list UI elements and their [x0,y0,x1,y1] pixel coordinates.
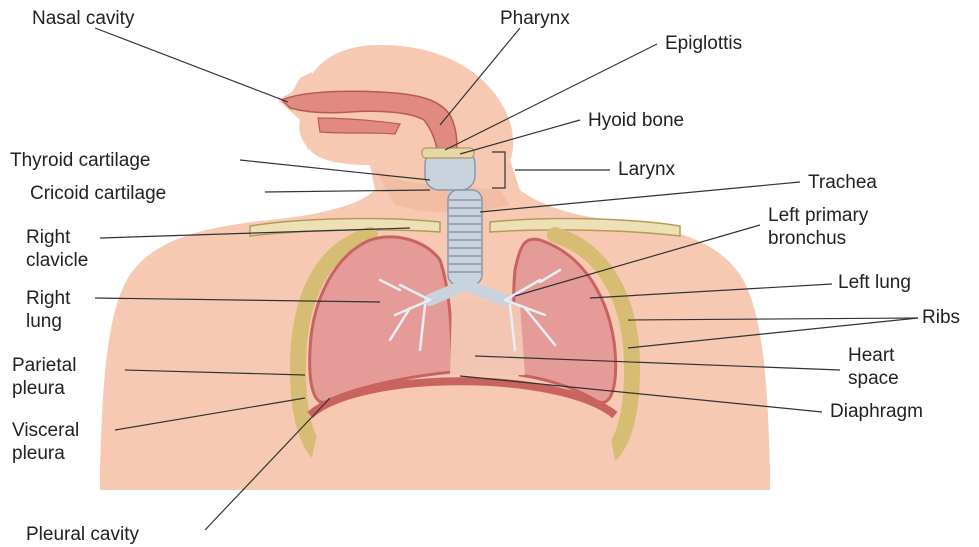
label-visceral-pleura-line2: pleura [12,443,65,465]
leader-left-primary-bronchus [515,225,760,296]
leader-epiglottis [445,44,657,150]
leader-heart-space [475,356,840,370]
leader-pleural-cavity [205,398,330,530]
larynx-bracket [492,152,505,188]
label-visceral-pleura-line1: Visceral [12,420,79,442]
label-right-clavicle-line1: Right [26,227,70,249]
label-heart-space-line2: space [848,368,899,390]
leader-trachea [480,182,800,212]
label-right-lung-line2: lung [26,311,62,333]
leader-right-clavicle [100,228,410,238]
label-thyroid-cartilage: Thyroid cartilage [10,150,150,172]
label-parietal-pleura-line2: pleura [12,378,65,400]
label-nasal-cavity: Nasal cavity [32,8,134,30]
label-pleural-cavity: Pleural cavity [26,524,139,546]
leader-thyroid-cartilage [240,160,430,180]
label-left-primary-bronchus-line2: bronchus [768,228,846,250]
label-left-lung: Left lung [838,272,911,294]
label-hyoid-bone: Hyoid bone [588,110,684,132]
leader-ribs-b [628,318,918,348]
label-parietal-pleura-line1: Parietal [12,355,76,377]
leader-diaphragm [460,376,822,412]
label-diaphragm: Diaphragm [830,401,923,423]
leader-hyoid-bone [460,120,580,154]
leader-right-lung [95,298,380,302]
leader-ribs-a [628,318,918,320]
label-left-primary-bronchus-line1: Left primary [768,205,868,227]
label-right-clavicle-line2: clavicle [26,250,88,272]
leader-nasal-cavity [95,28,288,102]
label-heart-space-line1: Heart [848,345,894,367]
label-cricoid-cartilage: Cricoid cartilage [30,183,166,205]
leader-pharynx [440,28,520,125]
label-larynx: Larynx [618,159,675,181]
label-epiglottis: Epiglottis [665,33,742,55]
leader-left-lung [590,284,832,298]
leader-cricoid-cartilage [265,190,430,192]
label-right-lung-line1: Right [26,288,70,310]
label-ribs: Ribs [922,307,960,329]
leader-parietal-pleura [125,370,305,375]
label-trachea: Trachea [808,172,877,194]
leader-visceral-pleura [115,398,305,430]
label-pharynx: Pharynx [500,8,570,30]
